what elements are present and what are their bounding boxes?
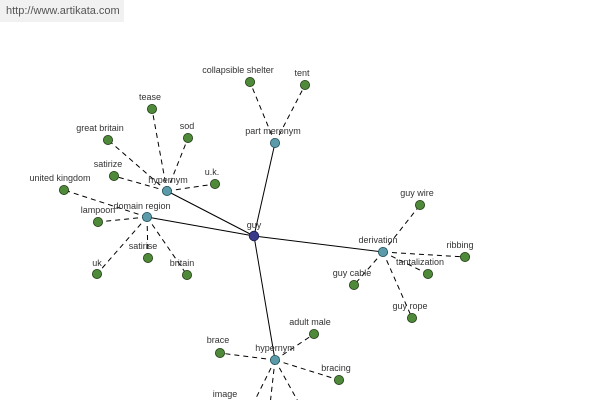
node-bracing[interactable] <box>333 374 344 385</box>
node-relation-domain-region-2[interactable] <box>141 211 152 222</box>
label-sod: sod <box>180 121 195 131</box>
label-uk: uk <box>92 258 102 268</box>
node-lampoon[interactable] <box>93 216 104 227</box>
node-guy-cable[interactable] <box>348 279 359 290</box>
edge-domain-region-united-kingdom <box>63 189 148 218</box>
edge-hypernym-sod <box>166 137 189 192</box>
edge-domain-region-satirise <box>146 216 149 259</box>
label-brace: brace <box>207 335 230 345</box>
node-adult-male[interactable] <box>308 328 319 339</box>
node-united-kingdom[interactable] <box>59 184 70 195</box>
edges-layer <box>63 81 466 400</box>
edge-derivation-ribbing <box>382 251 466 258</box>
label-relation-domain-region-2: domain region <box>113 201 170 211</box>
node-sod[interactable] <box>182 132 193 143</box>
node-guy-wire[interactable] <box>414 199 425 210</box>
edge-hypernym-brace <box>219 352 276 361</box>
label-guy-wire: guy wire <box>400 188 434 198</box>
node-tent[interactable] <box>299 80 310 91</box>
label-u-k: u.k. <box>205 167 220 177</box>
edge-derivation-guy-rope <box>382 251 413 319</box>
node-u-k[interactable] <box>209 178 220 189</box>
edge-hypernym-great-britain <box>107 139 168 192</box>
label-relation-hypernym-4: hypernym <box>255 343 295 353</box>
label-ribbing: ribbing <box>446 240 473 250</box>
edge-hypernym-bracing <box>274 359 340 381</box>
label-adult-male: adult male <box>289 317 331 327</box>
label-satirise: satirise <box>129 241 158 251</box>
node-satirize[interactable] <box>109 170 120 181</box>
edge-offscreen-0 <box>270 359 276 400</box>
label-relation-part-meronym-0: part meronym <box>245 126 301 136</box>
nodes-layer <box>59 77 470 385</box>
node-collapsible-shelter[interactable] <box>244 77 255 88</box>
edge-offscreen-1 <box>274 359 298 400</box>
label-image: image <box>213 389 238 399</box>
url-link[interactable]: http://www.artikata.com <box>6 5 120 17</box>
label-relation-derivation-3: derivation <box>358 235 397 245</box>
edge-hypernym-satirize <box>113 175 168 192</box>
edge-derivation-guy-wire <box>382 204 421 253</box>
edge-center-part-meronym-0 <box>253 142 276 237</box>
edge-derivation-guy-cable <box>353 251 384 286</box>
label-center-guy: guy <box>247 220 262 230</box>
label-bracing: bracing <box>321 363 351 373</box>
label-lampoon: lampoon <box>81 205 116 215</box>
edge-part-meronym-tent <box>274 84 306 144</box>
label-collapsible-shelter: collapsible shelter <box>202 65 274 75</box>
node-center-guy[interactable] <box>248 230 260 242</box>
label-tease: tease <box>139 92 161 102</box>
node-uk[interactable] <box>92 268 103 279</box>
label-relation-hypernym-1: hypernym <box>148 175 188 185</box>
node-tantalization[interactable] <box>422 268 433 279</box>
edge-hypernym-adult-male <box>274 333 315 361</box>
label-guy-rope: guy rope <box>392 301 427 311</box>
edge-domain-region-britain <box>146 216 188 276</box>
label-tantalization: tantalization <box>396 257 444 267</box>
label-britain: britain <box>170 258 195 268</box>
edge-center-domain-region-2 <box>146 216 255 237</box>
edge-part-meronym-collapsible-shelter <box>249 81 276 144</box>
labels-layer: collapsible shelter tent part meronym tease… <box>29 65 473 399</box>
node-brace[interactable] <box>214 347 225 358</box>
edge-hypernym-tease <box>151 108 168 192</box>
edge-center-hypernym-1 <box>166 190 255 237</box>
label-tent: tent <box>294 68 310 78</box>
node-britain[interactable] <box>181 269 192 280</box>
label-united-kingdom: united kingdom <box>29 173 90 183</box>
label-guy-cable: guy cable <box>333 268 372 278</box>
label-great-britain: great britain <box>76 123 124 133</box>
edge-hypernym-u-k <box>166 183 216 192</box>
node-relation-hypernym-1[interactable] <box>161 185 172 196</box>
node-guy-rope[interactable] <box>406 312 417 323</box>
node-relation-hypernym-4[interactable] <box>269 354 280 365</box>
edge-center-derivation-3 <box>253 235 384 253</box>
edge-domain-region-uk <box>96 216 148 275</box>
node-tease[interactable] <box>146 104 157 115</box>
node-great-britain[interactable] <box>103 134 114 145</box>
label-satirize: satirize <box>94 159 123 169</box>
url-banner: http://www.artikata.com <box>0 0 124 22</box>
node-ribbing[interactable] <box>459 251 470 262</box>
node-satirise[interactable] <box>142 252 153 263</box>
node-relation-derivation-3[interactable] <box>377 246 388 257</box>
edge-hypernym-image <box>254 359 276 400</box>
node-relation-part-meronym-0[interactable] <box>269 137 280 148</box>
edge-domain-region-lampoon <box>97 216 148 223</box>
edge-center-hypernym-4 <box>253 235 276 361</box>
